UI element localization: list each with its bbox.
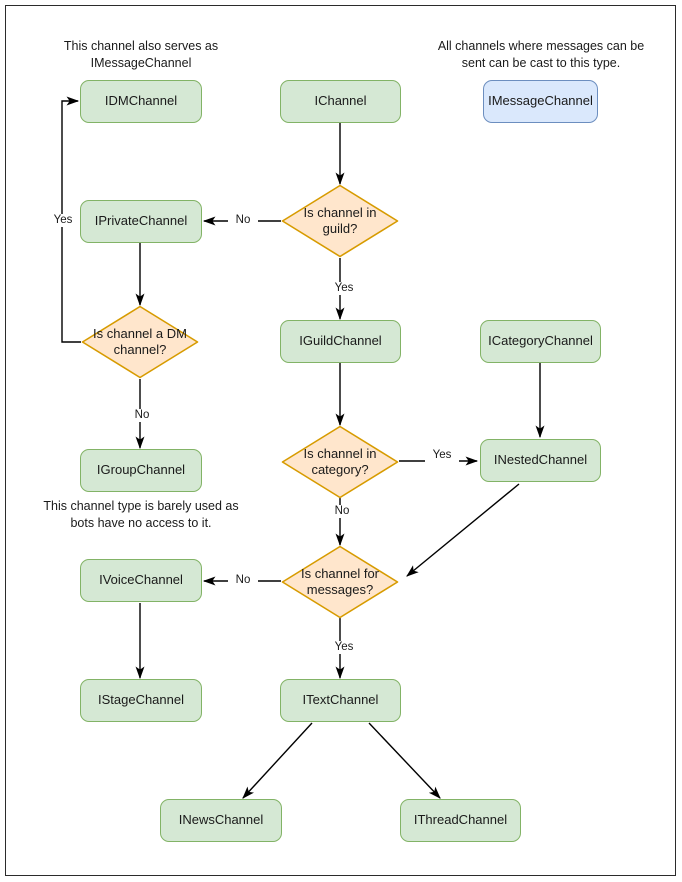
node-itextchannel[interactable]: ITextChannel xyxy=(280,679,401,722)
node-idmchannel[interactable]: IDMChannel xyxy=(80,80,202,123)
node-label: ICategoryChannel xyxy=(488,333,593,349)
node-iprivatechannel[interactable]: IPrivateChannel xyxy=(80,200,202,243)
node-label: Is channel a DM channel? xyxy=(93,325,187,357)
node-label: INestedChannel xyxy=(493,452,588,468)
node-label: IChannel xyxy=(314,93,367,109)
note-dm-channel: This channel also serves as IMessageChan… xyxy=(63,39,219,70)
node-label: Is channel in category? xyxy=(303,445,377,477)
node-label: IGuildChannel xyxy=(299,333,382,349)
node-is-channel-in-category[interactable]: Is channel in category? xyxy=(281,425,399,499)
node-label: INewsChannel xyxy=(178,812,264,828)
node-istagechannel[interactable]: IStageChannel xyxy=(80,679,202,722)
edge-label-dm-no: No xyxy=(127,409,157,422)
diamond-shape xyxy=(281,545,399,619)
node-label: IVoiceChannel xyxy=(99,572,183,588)
node-is-channel-dm[interactable]: Is channel a DM channel? xyxy=(81,305,199,379)
node-label: Is channel for messages? xyxy=(300,565,380,597)
node-inestedchannel[interactable]: INestedChannel xyxy=(480,439,601,482)
node-label: IStageChannel xyxy=(97,692,184,708)
edge-label-messages-yes: Yes xyxy=(327,641,361,654)
edge-label-category-yes: Yes xyxy=(425,449,459,462)
node-imessagechannel[interactable]: IMessageChannel xyxy=(483,80,598,123)
diamond-shape xyxy=(281,425,399,499)
node-inewschannel[interactable]: INewsChannel xyxy=(160,799,282,842)
edge-inestedchannel-to-messages xyxy=(406,483,520,577)
edge-label-messages-no: No xyxy=(228,574,258,587)
diamond-shape xyxy=(81,305,199,379)
node-is-channel-for-messages[interactable]: Is channel for messages? xyxy=(281,545,399,619)
node-is-channel-in-guild[interactable]: Is channel in guild? xyxy=(281,184,399,258)
node-igroupchannel[interactable]: IGroupChannel xyxy=(80,449,202,492)
node-label: IMessageChannel xyxy=(488,93,593,109)
edge-itextchannel-to-ithreadchannel xyxy=(368,722,441,799)
node-label: IDMChannel xyxy=(104,93,178,109)
node-label: IThreadChannel xyxy=(413,812,508,828)
node-ithreadchannel[interactable]: IThreadChannel xyxy=(400,799,521,842)
node-label: ITextChannel xyxy=(302,692,379,708)
node-iguildchannel[interactable]: IGuildChannel xyxy=(280,320,401,363)
note-group-channel: This channel type is barely used as bots… xyxy=(43,499,239,530)
node-label: Is channel in guild? xyxy=(303,204,377,236)
node-icategorychannel[interactable]: ICategoryChannel xyxy=(480,320,601,363)
edge-label-guild-no: No xyxy=(228,214,258,227)
node-ivoicechannel[interactable]: IVoiceChannel xyxy=(80,559,202,602)
edge-itextchannel-to-inewschannel xyxy=(242,722,313,799)
edge-label-category-no: No xyxy=(327,505,357,518)
edge-label-guild-yes: Yes xyxy=(327,282,361,295)
node-label: IGroupChannel xyxy=(96,462,186,478)
diamond-shape xyxy=(281,184,399,258)
note-message-channel: All channels where messages can be sent … xyxy=(437,39,645,70)
node-ichannel[interactable]: IChannel xyxy=(280,80,401,123)
edge-label-dm-yes: Yes xyxy=(46,214,80,227)
node-label: IPrivateChannel xyxy=(94,213,188,229)
